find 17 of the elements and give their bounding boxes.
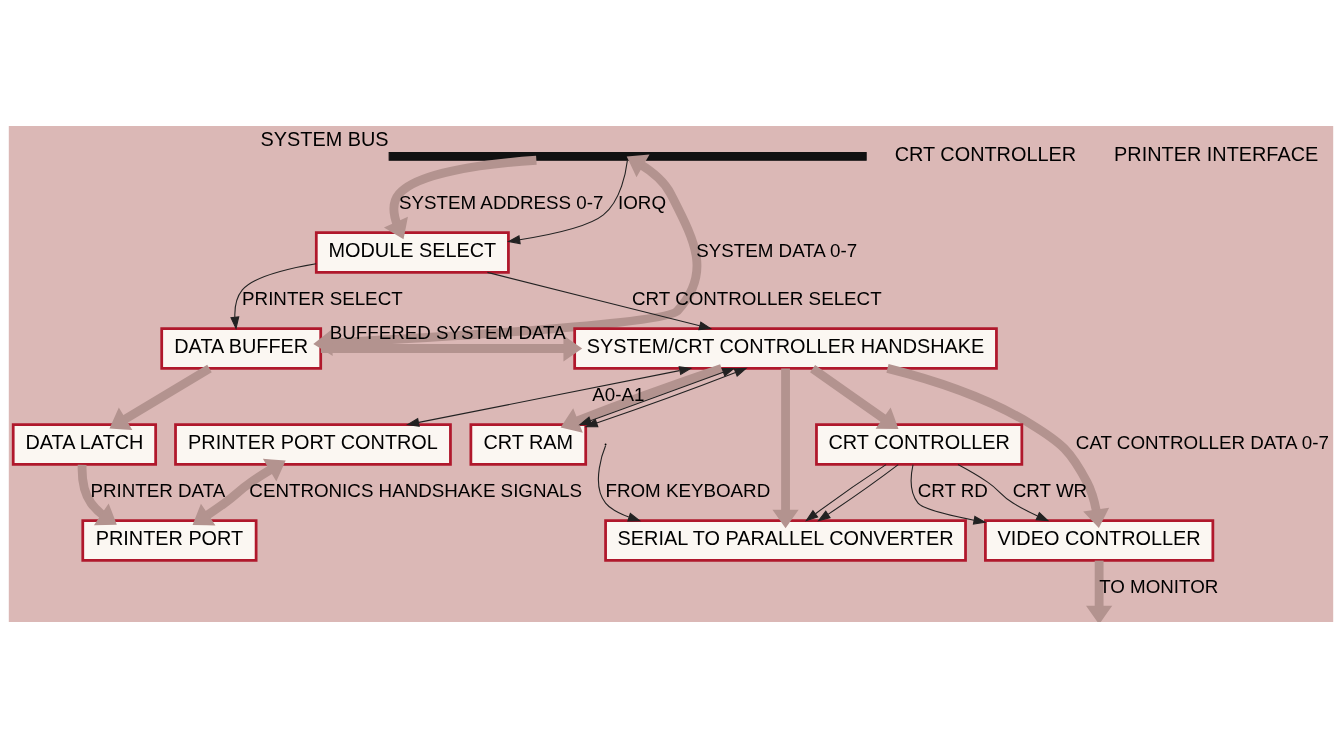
edge-label: TO MONITOR (1099, 576, 1219, 598)
label: CRT CONTROLLER (894, 143, 1077, 166)
edge-label: SYSTEM ADDRESS 0-7 (399, 191, 604, 213)
edge-label: CAT CONTROLLER DATA 0-7 (1075, 432, 1329, 454)
node-label: SYSTEM BUS (260, 128, 389, 151)
edge-label: CRT CONTROLLER SELECT (632, 287, 882, 309)
edge-label: CRT WR (1012, 480, 1088, 502)
edge-label: PRINTER SELECT (242, 287, 403, 309)
edge-label: FROM KEYBOARD (605, 480, 771, 502)
edge-label: PRINTER DATA (90, 480, 226, 502)
label: PRINTER INTERFACE (1114, 143, 1319, 166)
edge-label: A0-A1 (592, 384, 645, 406)
edge-label: CRT RD (917, 480, 988, 502)
edge-label: SYSTEM DATA 0-7 (696, 239, 858, 261)
edge-label: CENTRONICS HANDSHAKE SIGNALS (249, 480, 582, 502)
edge-label: BUFFERED SYSTEM DATA (329, 322, 566, 344)
edge-label: IORQ (618, 191, 666, 213)
